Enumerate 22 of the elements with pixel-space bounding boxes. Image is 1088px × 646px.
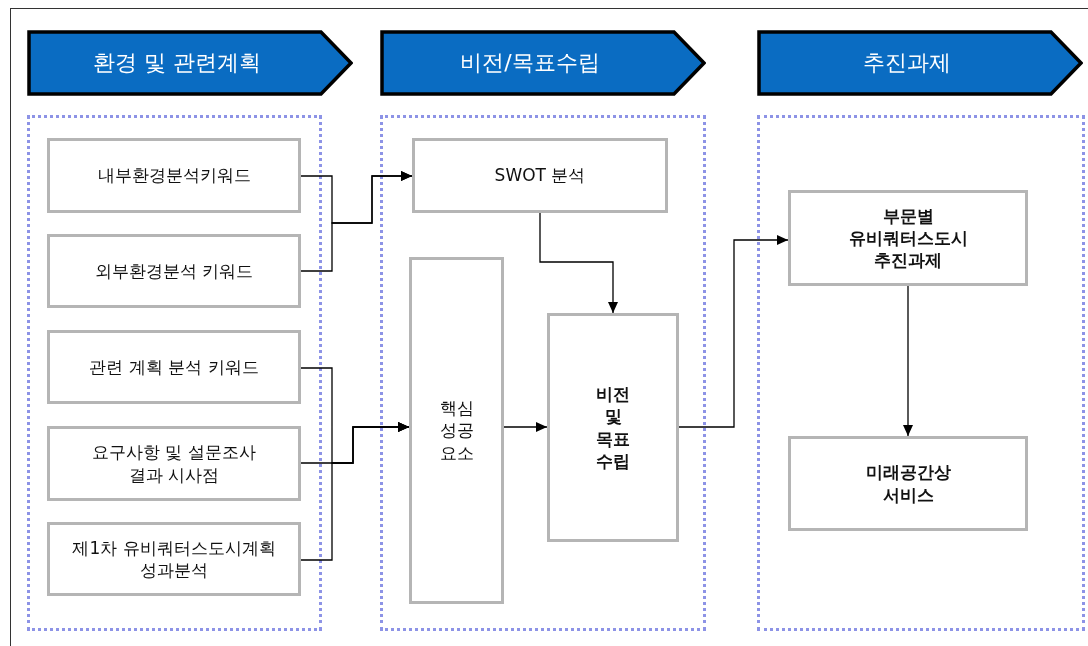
process-box: 외부환경분석 키워드 [47,234,301,308]
process-box: 비전 및 목표 수립 [547,313,679,542]
group-frame [27,115,322,631]
process-box: 부문별 유비쿼터스도시 추진과제 [788,190,1028,286]
arrow [300,171,413,272]
process-box: SWOT 분석 [412,138,668,213]
group-frame [757,115,1085,631]
group-frame [380,115,706,631]
process-box: 요구사항 및 설문조사 결과 시사점 [47,426,301,501]
process-box: 미래공간상 서비스 [788,436,1028,531]
arrow [503,422,548,432]
stage-banner: 비전/목표수립 [380,30,706,96]
arrow [678,235,789,428]
stage-banner: 추진과제 [757,30,1083,96]
arrow [539,212,618,314]
arrow [903,285,913,437]
process-box: 내부환경분석키워드 [47,138,301,213]
process-box: 관련 계획 분석 키워드 [47,330,301,404]
arrow [300,422,410,561]
stage-banner: 환경 및 관련계획 [27,30,353,96]
process-box: 제1차 유비쿼터스도시계획 성과분석 [47,522,301,596]
process-box: 핵심 성공 요소 [409,257,504,604]
